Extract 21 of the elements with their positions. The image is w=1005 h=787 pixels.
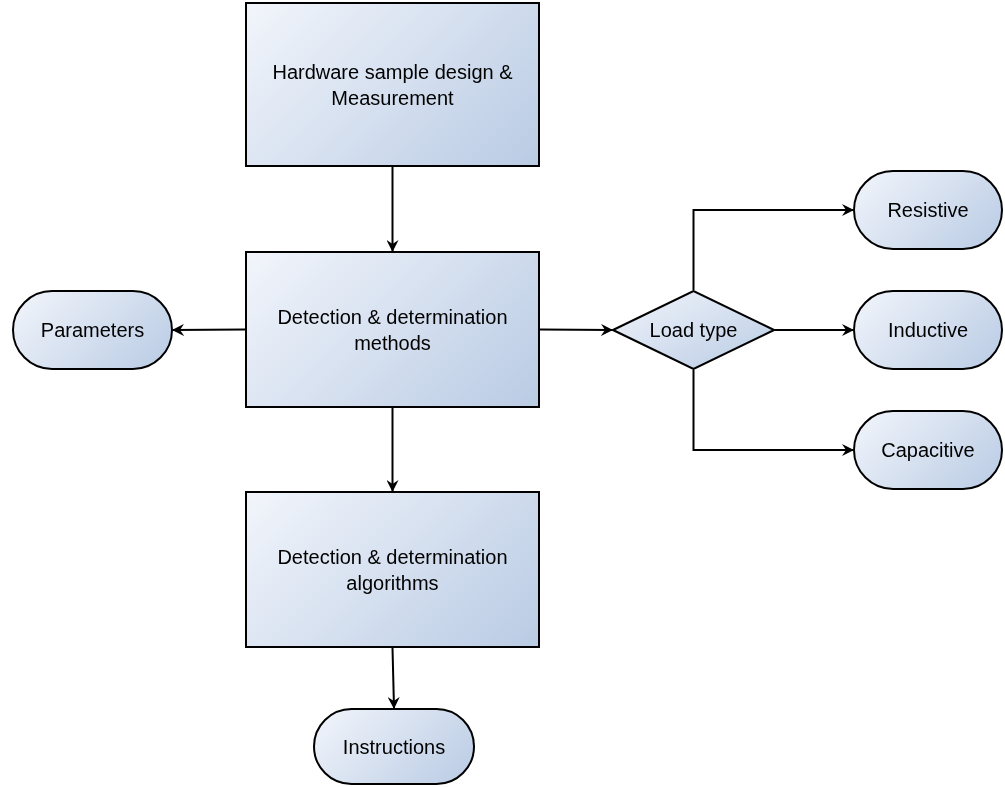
arrow bbox=[692, 369, 854, 456]
node-label: Instructions bbox=[341, 734, 447, 760]
arrow bbox=[774, 324, 854, 336]
process-box bbox=[245, 2, 540, 167]
node-label: Capacitive bbox=[880, 438, 976, 463]
arrow bbox=[172, 323, 246, 336]
process-box bbox=[245, 251, 540, 408]
node-label: Load type bbox=[648, 318, 739, 343]
arrow bbox=[539, 323, 613, 336]
arrow bbox=[386, 166, 399, 252]
arrow bbox=[387, 647, 400, 709]
node-label: Detection & determination algorithms bbox=[276, 544, 509, 596]
node-label: Inductive bbox=[886, 318, 970, 343]
node-label: Parameters bbox=[39, 318, 146, 343]
decision-diamond bbox=[612, 290, 775, 370]
node-label: Detection & determination methods bbox=[276, 304, 509, 356]
node-label: Resistive bbox=[886, 198, 970, 223]
process-box bbox=[245, 491, 540, 648]
arrow bbox=[386, 407, 399, 492]
arrow bbox=[692, 204, 854, 291]
node-label: Hardware sample design & Measurement bbox=[271, 59, 514, 111]
